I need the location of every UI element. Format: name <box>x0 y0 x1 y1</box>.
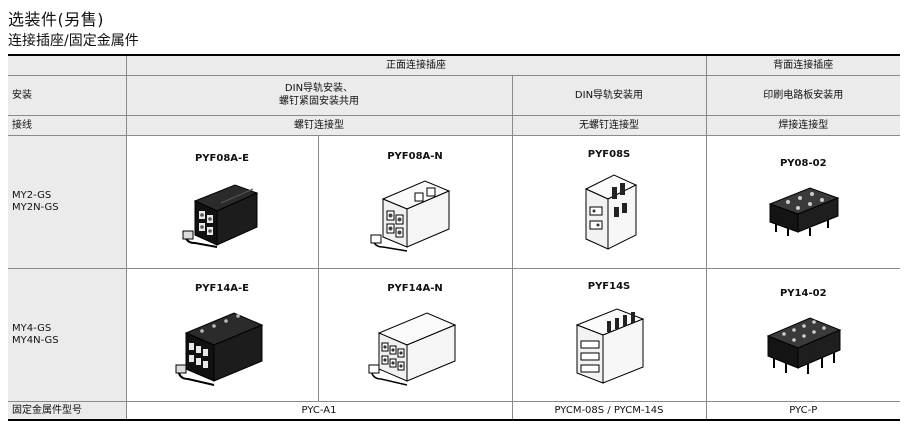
header-corner <box>8 54 127 76</box>
product-cell: PYF08A-E <box>125 134 319 269</box>
product-cell: PYF14A-E <box>125 267 319 402</box>
product-name: PYF08A-E <box>194 152 250 164</box>
header-back-socket: 背面连接插座 <box>705 54 900 76</box>
bracket-screwless: PYCM-08S / PYCM-14S <box>511 400 707 421</box>
model-name: MY2N-GS <box>12 201 59 213</box>
wiring-screw: 螺钉连接型 <box>125 114 513 136</box>
product-name: PYF14A-N <box>387 282 443 294</box>
product-name: PY08-02 <box>779 157 827 169</box>
socket-black-14pin-icon <box>175 311 264 386</box>
model-name: MY4N-GS <box>12 334 59 346</box>
product-cell: PYF14A-N <box>317 267 513 402</box>
bracket-label: 固定金属件型号 <box>8 400 127 421</box>
product-row-my2: MY2-GS MY2N-GS PYF08A-E PYF08A-N <box>8 134 900 269</box>
product-cell: PYF08S <box>511 134 707 269</box>
wiring-solder: 焊接连接型 <box>705 114 900 136</box>
socket-spec-table: 正面连接插座 背面连接插座 安装 DIN导轨安装、 螺钉紧固安装共用 DIN导轨… <box>8 54 900 421</box>
bracket-pcb: PYC-P <box>705 400 900 421</box>
product-name: PYF14S <box>587 280 631 292</box>
socket-screwless-14pin-icon <box>575 307 645 384</box>
model-cell-my2: MY2-GS MY2N-GS <box>8 134 127 269</box>
bracket-screw: PYC-A1 <box>125 400 513 421</box>
install-din-only: DIN导轨安装用 <box>511 74 707 116</box>
install-din-screw-line2: 螺钉紧固安装共用 <box>279 96 359 107</box>
wiring-row: 接线 螺钉连接型 无螺钉连接型 焊接连接型 <box>8 114 900 136</box>
page-title: 选装件(另售) <box>8 10 104 29</box>
bracket-row: 固定金属件型号 PYC-A1 PYCM-08S / PYCM-14S PYC-P <box>8 400 900 421</box>
socket-white-8pin-icon <box>370 179 451 252</box>
product-name: PY14-02 <box>779 287 827 299</box>
header-row: 正面连接插座 背面连接插座 <box>8 54 900 76</box>
page-subtitle: 连接插座/固定金属件 <box>8 33 139 49</box>
product-cell: PYF14S <box>511 267 707 402</box>
model-name: MY4-GS <box>12 322 52 334</box>
install-din-screw: DIN导轨安装、 螺钉紧固安装共用 <box>125 74 513 116</box>
install-row: 安装 DIN导轨安装、 螺钉紧固安装共用 DIN导轨安装用 印刷电路板安装用 <box>8 74 900 116</box>
product-name: PYF14A-E <box>194 282 250 294</box>
socket-pcb-14pin-icon <box>766 316 842 374</box>
product-cell: PY14-02 <box>705 267 900 402</box>
install-label: 安装 <box>8 74 127 116</box>
model-cell-my4: MY4-GS MY4N-GS <box>8 267 127 402</box>
model-name: MY2-GS <box>12 189 52 201</box>
product-cell: PYF08A-N <box>317 134 513 269</box>
product-cell: PY08-02 <box>705 134 900 269</box>
header-front-socket: 正面连接插座 <box>125 54 707 76</box>
socket-pcb-8pin-icon <box>768 186 840 236</box>
product-row-my4: MY4-GS MY4N-GS PYF14A-E PYF14A-N <box>8 267 900 402</box>
product-name: PYF08A-N <box>387 150 443 162</box>
wiring-label: 接线 <box>8 114 127 136</box>
socket-screwless-8pin-icon <box>584 173 638 250</box>
product-name: PYF08S <box>587 148 631 160</box>
socket-black-8pin-icon <box>182 183 259 248</box>
install-din-screw-line1: DIN导轨安装、 <box>284 83 354 94</box>
install-pcb: 印刷电路板安装用 <box>705 74 900 116</box>
wiring-screwless: 无螺钉连接型 <box>511 114 707 136</box>
socket-white-14pin-icon <box>368 311 457 386</box>
